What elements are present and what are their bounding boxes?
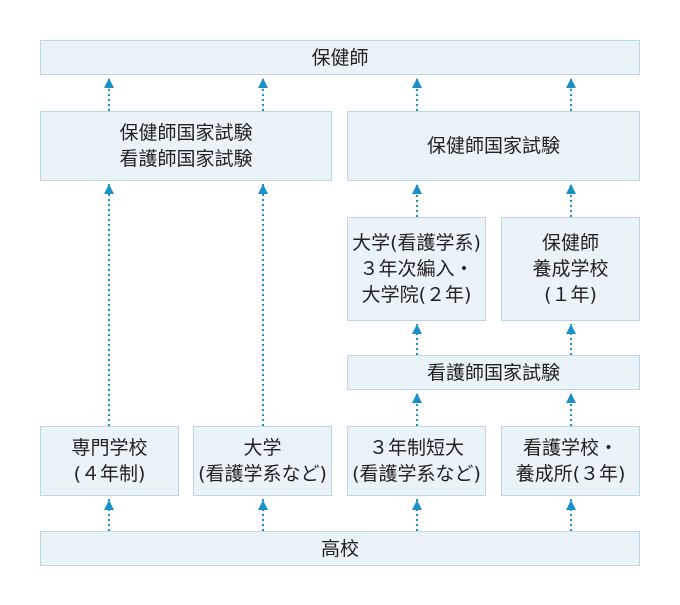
arrowhead: [566, 393, 576, 403]
box-vocational-school: 専門学校 (４年制): [40, 426, 179, 496]
arrowhead: [412, 393, 422, 403]
box-line: 保健師国家試験: [119, 122, 253, 144]
arrowhead: [566, 324, 576, 334]
box-public-health-nurse: 保健師: [40, 40, 640, 75]
box-line: 大学院(２年): [361, 284, 472, 306]
box-line: 養成学校: [532, 258, 609, 280]
box-line: 看護師国家試験: [119, 148, 253, 170]
box-line: 大学: [243, 437, 282, 459]
box-line: (看護学系など): [198, 463, 327, 485]
arrowhead: [258, 500, 268, 510]
box-line: ３年次編入・: [359, 258, 474, 280]
arrowhead: [104, 500, 114, 510]
box-line: 保健師: [541, 232, 599, 254]
box-phn-training-school: 保健師 養成学校 (１年): [501, 217, 640, 321]
box-university-transfer: 大学(看護学系) ３年次編入・ 大学院(２年): [347, 217, 486, 321]
arrowhead: [258, 184, 268, 194]
arrowhead: [104, 184, 114, 194]
arrowhead: [104, 78, 114, 88]
box-exam-left: 保健師国家試験 看護師国家試験: [40, 111, 332, 181]
box-high-school: 高校: [40, 531, 640, 566]
arrowhead: [566, 500, 576, 510]
arrowhead: [412, 324, 422, 334]
arrowhead: [566, 184, 576, 194]
arrowhead: [412, 500, 422, 510]
box-line: 看護学校・: [522, 437, 618, 459]
box-line: 養成所(３年): [515, 463, 626, 485]
arrowhead: [566, 78, 576, 88]
box-line: (１年): [544, 284, 597, 306]
arrowheads: [104, 78, 576, 510]
box-nursing-school: 看護学校・ 養成所(３年): [501, 426, 640, 496]
box-line: (看護学系など): [352, 463, 481, 485]
box-nurse-exam: 看護師国家試験: [347, 355, 640, 390]
box-junior-college: ３年制短大 (看護学系など): [347, 426, 486, 496]
box-line: 大学(看護学系): [352, 232, 481, 254]
box-line: ３年制短大: [368, 437, 464, 459]
box-line: 保健師: [311, 46, 369, 69]
arrowhead: [412, 78, 422, 88]
box-line: (４年制): [73, 463, 146, 485]
box-university: 大学 (看護学系など): [193, 426, 332, 496]
box-line: 保健師国家試験: [426, 135, 560, 157]
arrowhead: [412, 184, 422, 194]
box-line: 専門学校: [71, 437, 148, 459]
box-line: 看護師国家試験: [426, 361, 560, 384]
box-exam-right: 保健師国家試験: [347, 111, 640, 181]
box-line: 高校: [320, 537, 359, 560]
arrowhead: [258, 78, 268, 88]
